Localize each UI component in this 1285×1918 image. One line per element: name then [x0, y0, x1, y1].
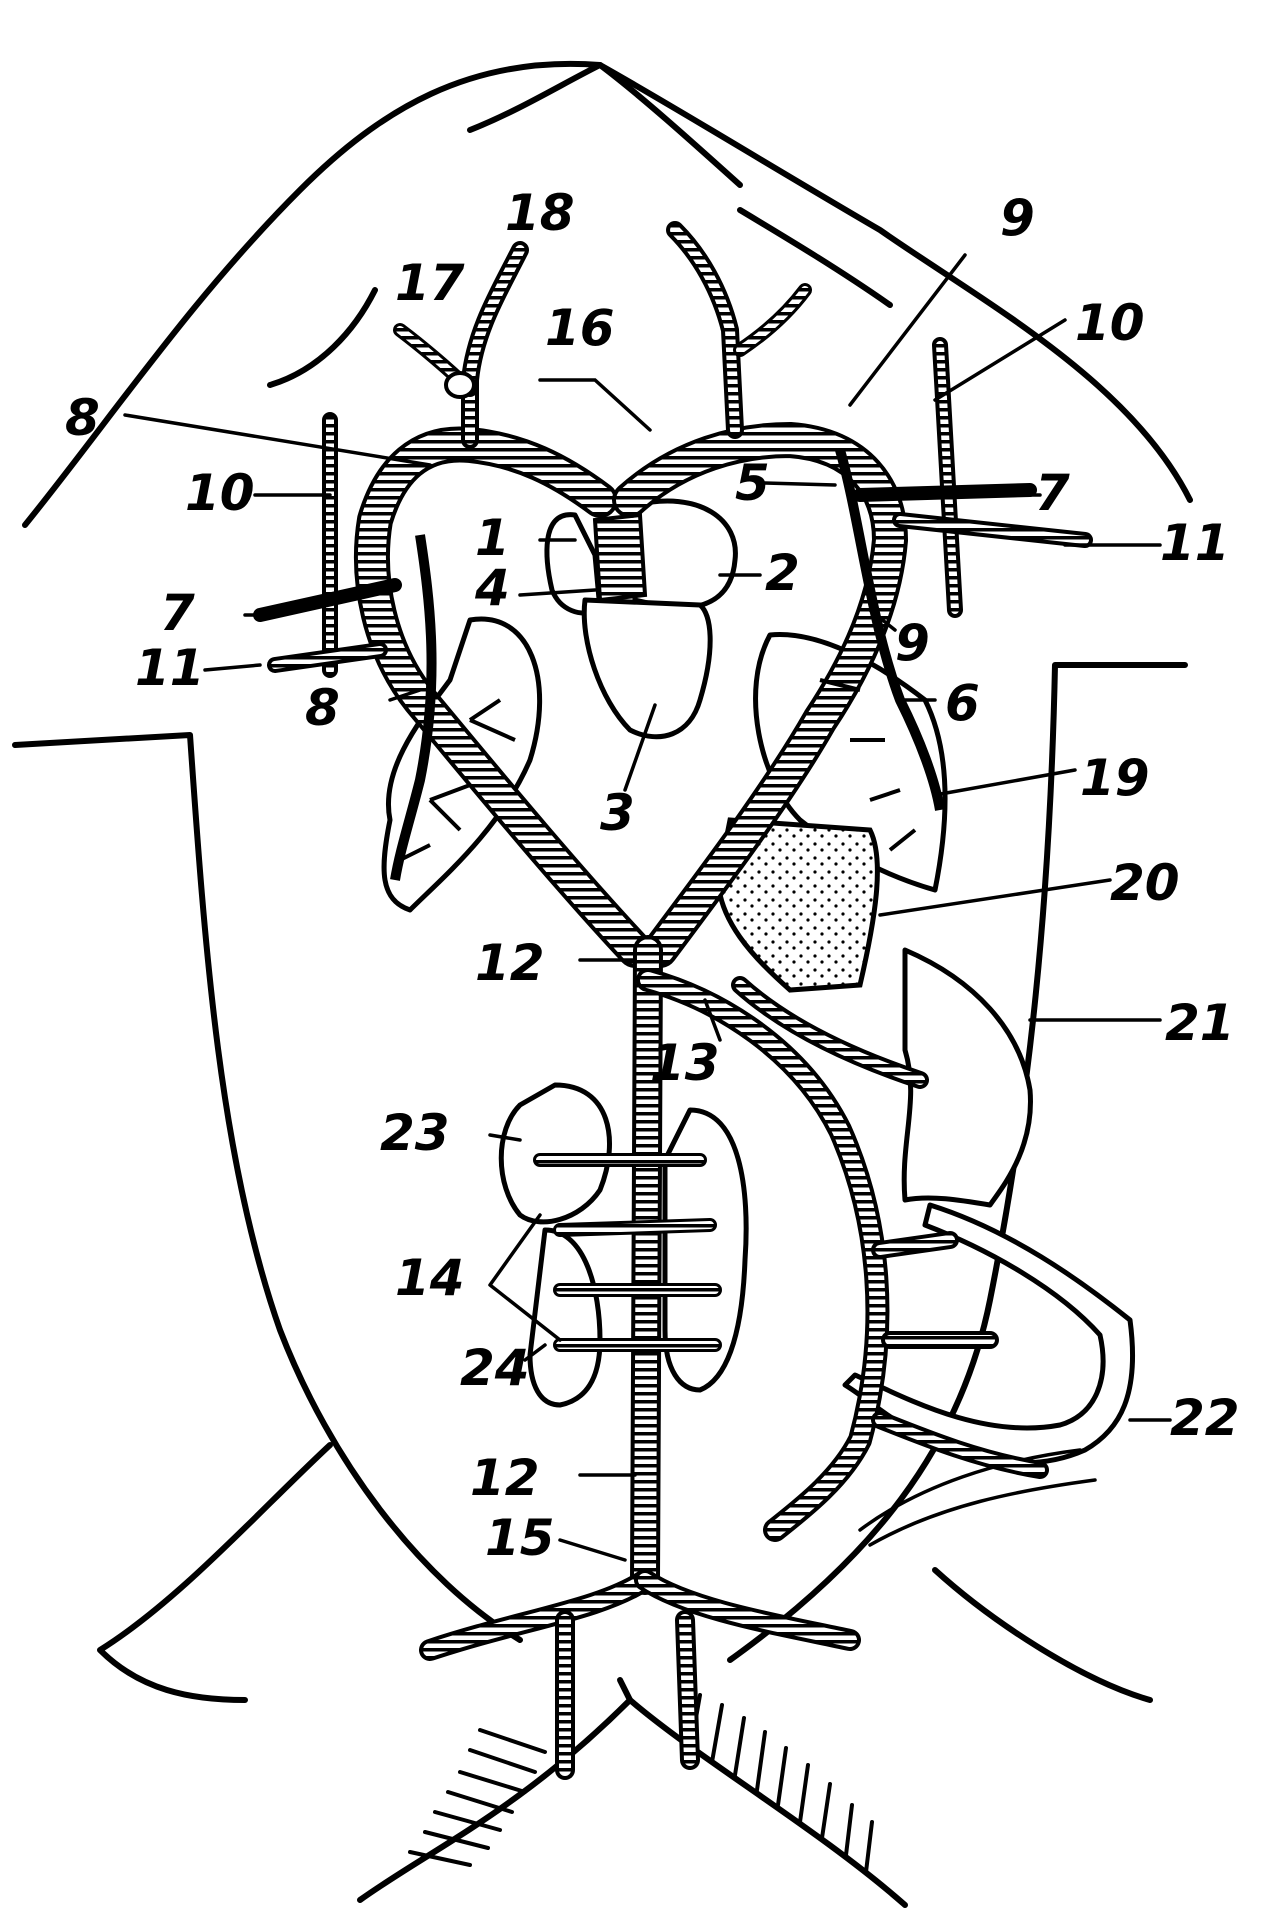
label-22: 22: [1170, 1389, 1240, 1447]
label-24: 24: [460, 1339, 530, 1397]
right-atrium: [632, 498, 738, 611]
label-11-left: 11: [135, 639, 205, 697]
leg-hatching: [408, 1693, 874, 1874]
label-20: 20: [1110, 854, 1180, 912]
label-1: 1: [475, 509, 510, 567]
label-14: 14: [395, 1249, 465, 1307]
label-9-top: 9: [1000, 189, 1035, 247]
conus: [592, 512, 648, 603]
label-18: 18: [505, 184, 575, 242]
label-23: 23: [380, 1104, 450, 1162]
label-10-left: 10: [185, 464, 255, 522]
label-8-bottom: 8: [305, 679, 340, 737]
ventricle: [581, 597, 713, 740]
left-kidney-lower: [527, 1227, 603, 1408]
label-6: 6: [945, 674, 980, 732]
label-9-right: 9: [895, 614, 930, 672]
right-kidney: [662, 1107, 749, 1393]
label-21: 21: [1165, 994, 1235, 1052]
stomach: [901, 947, 1033, 1208]
liver-region: [715, 817, 880, 993]
label-7-right: 7: [1035, 464, 1070, 522]
label-13: 13: [650, 1034, 720, 1092]
label-11-right: 11: [1160, 514, 1230, 572]
vessels: [253, 221, 1093, 1780]
leader-lines: [123, 253, 1172, 1562]
labels: 18 17 16 9 10 8 10 5 7 1 11 2 4 7 9 11 6…: [65, 184, 1240, 1567]
label-15: 15: [485, 1509, 555, 1567]
label-12-top: 12: [475, 934, 545, 992]
label-16: 16: [545, 299, 615, 357]
label-5: 5: [735, 454, 770, 512]
label-8-top: 8: [65, 389, 100, 447]
label-3: 3: [600, 784, 635, 842]
label-17: 17: [395, 254, 465, 312]
label-7-left: 7: [160, 584, 195, 642]
label-12-bottom: 12: [470, 1449, 540, 1507]
body-outline: [12, 60, 1193, 1908]
label-2: 2: [765, 544, 800, 602]
label-10-right: 10: [1075, 294, 1145, 352]
label-19: 19: [1080, 749, 1150, 807]
label-4: 4: [474, 559, 510, 617]
